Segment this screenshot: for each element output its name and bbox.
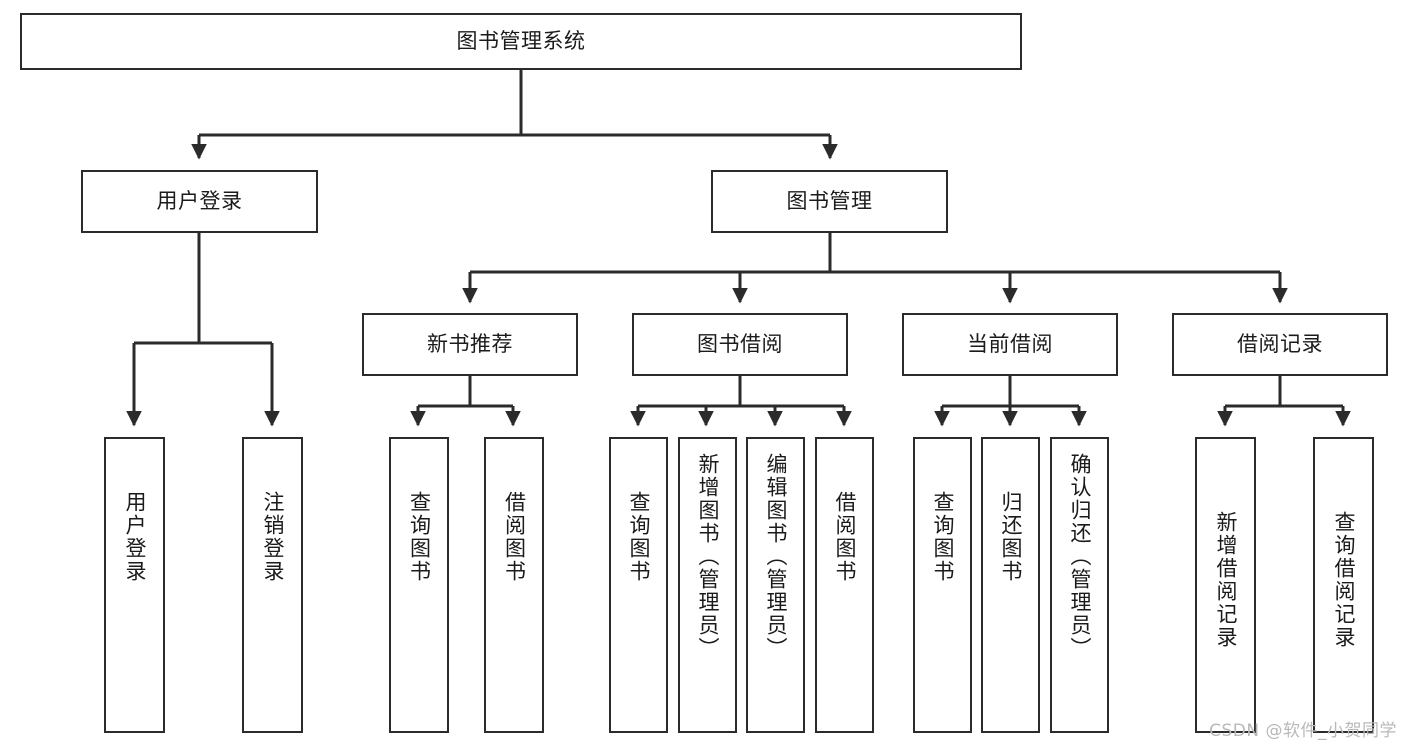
leaf-recommend-borrow-book[interactable]: 借阅图书 (484, 437, 544, 733)
leaf-current-confirm-return-admin[interactable]: 确认归还（管理员） (1050, 437, 1109, 733)
node-label: 用户登录 (123, 491, 147, 583)
leaf-user-login-signout[interactable]: 注销登录 (242, 437, 303, 733)
leaf-borrow-borrow-book[interactable]: 借阅图书 (815, 437, 874, 733)
node-book-borrow[interactable]: 图书借阅 (632, 313, 848, 376)
node-label: 新增图书（管理员） (696, 453, 720, 660)
node-label: 当前借阅 (967, 332, 1053, 357)
leaf-user-login-signin[interactable]: 用户登录 (104, 437, 165, 733)
node-borrow-record[interactable]: 借阅记录 (1172, 313, 1388, 376)
leaf-borrow-add-book-admin[interactable]: 新增图书（管理员） (678, 437, 737, 733)
node-label: 新书推荐 (427, 332, 513, 357)
node-label: 图书借阅 (697, 332, 783, 357)
leaf-record-add-record[interactable]: 新增借阅记录 (1195, 437, 1256, 733)
leaf-borrow-query-book[interactable]: 查询图书 (609, 437, 668, 733)
node-label: 查询图书 (627, 491, 651, 583)
node-label: 编辑图书（管理员） (764, 453, 788, 660)
node-label: 注销登录 (261, 491, 285, 583)
node-label: 新增借阅记录 (1214, 511, 1238, 649)
node-user-login[interactable]: 用户登录 (81, 170, 318, 233)
node-new-book-recommend[interactable]: 新书推荐 (362, 313, 578, 376)
node-label: 查询借阅记录 (1332, 511, 1356, 649)
csdn-watermark: CSDN @软件_小贺同学 (1209, 721, 1397, 741)
node-label: 归还图书 (999, 491, 1023, 583)
node-label: 图书管理 (786, 189, 873, 214)
node-label: 借阅记录 (1237, 332, 1323, 357)
node-root-system[interactable]: 图书管理系统 (20, 13, 1022, 70)
leaf-record-query-record[interactable]: 查询借阅记录 (1313, 437, 1374, 733)
node-label: 借阅图书 (833, 491, 857, 583)
leaf-recommend-query-book[interactable]: 查询图书 (389, 437, 449, 733)
node-label: 查询图书 (407, 491, 432, 583)
node-book-management[interactable]: 图书管理 (711, 170, 948, 233)
node-label: 查询图书 (931, 491, 955, 583)
node-label: 图书管理系统 (456, 29, 586, 54)
leaf-current-return-book[interactable]: 归还图书 (981, 437, 1040, 733)
leaf-current-query-book[interactable]: 查询图书 (913, 437, 972, 733)
node-label: 借阅图书 (502, 491, 527, 583)
node-current-borrow[interactable]: 当前借阅 (902, 313, 1118, 376)
leaf-borrow-edit-book-admin[interactable]: 编辑图书（管理员） (746, 437, 805, 733)
node-label: 用户登录 (156, 189, 243, 214)
node-label: 确认归还（管理员） (1068, 453, 1092, 660)
